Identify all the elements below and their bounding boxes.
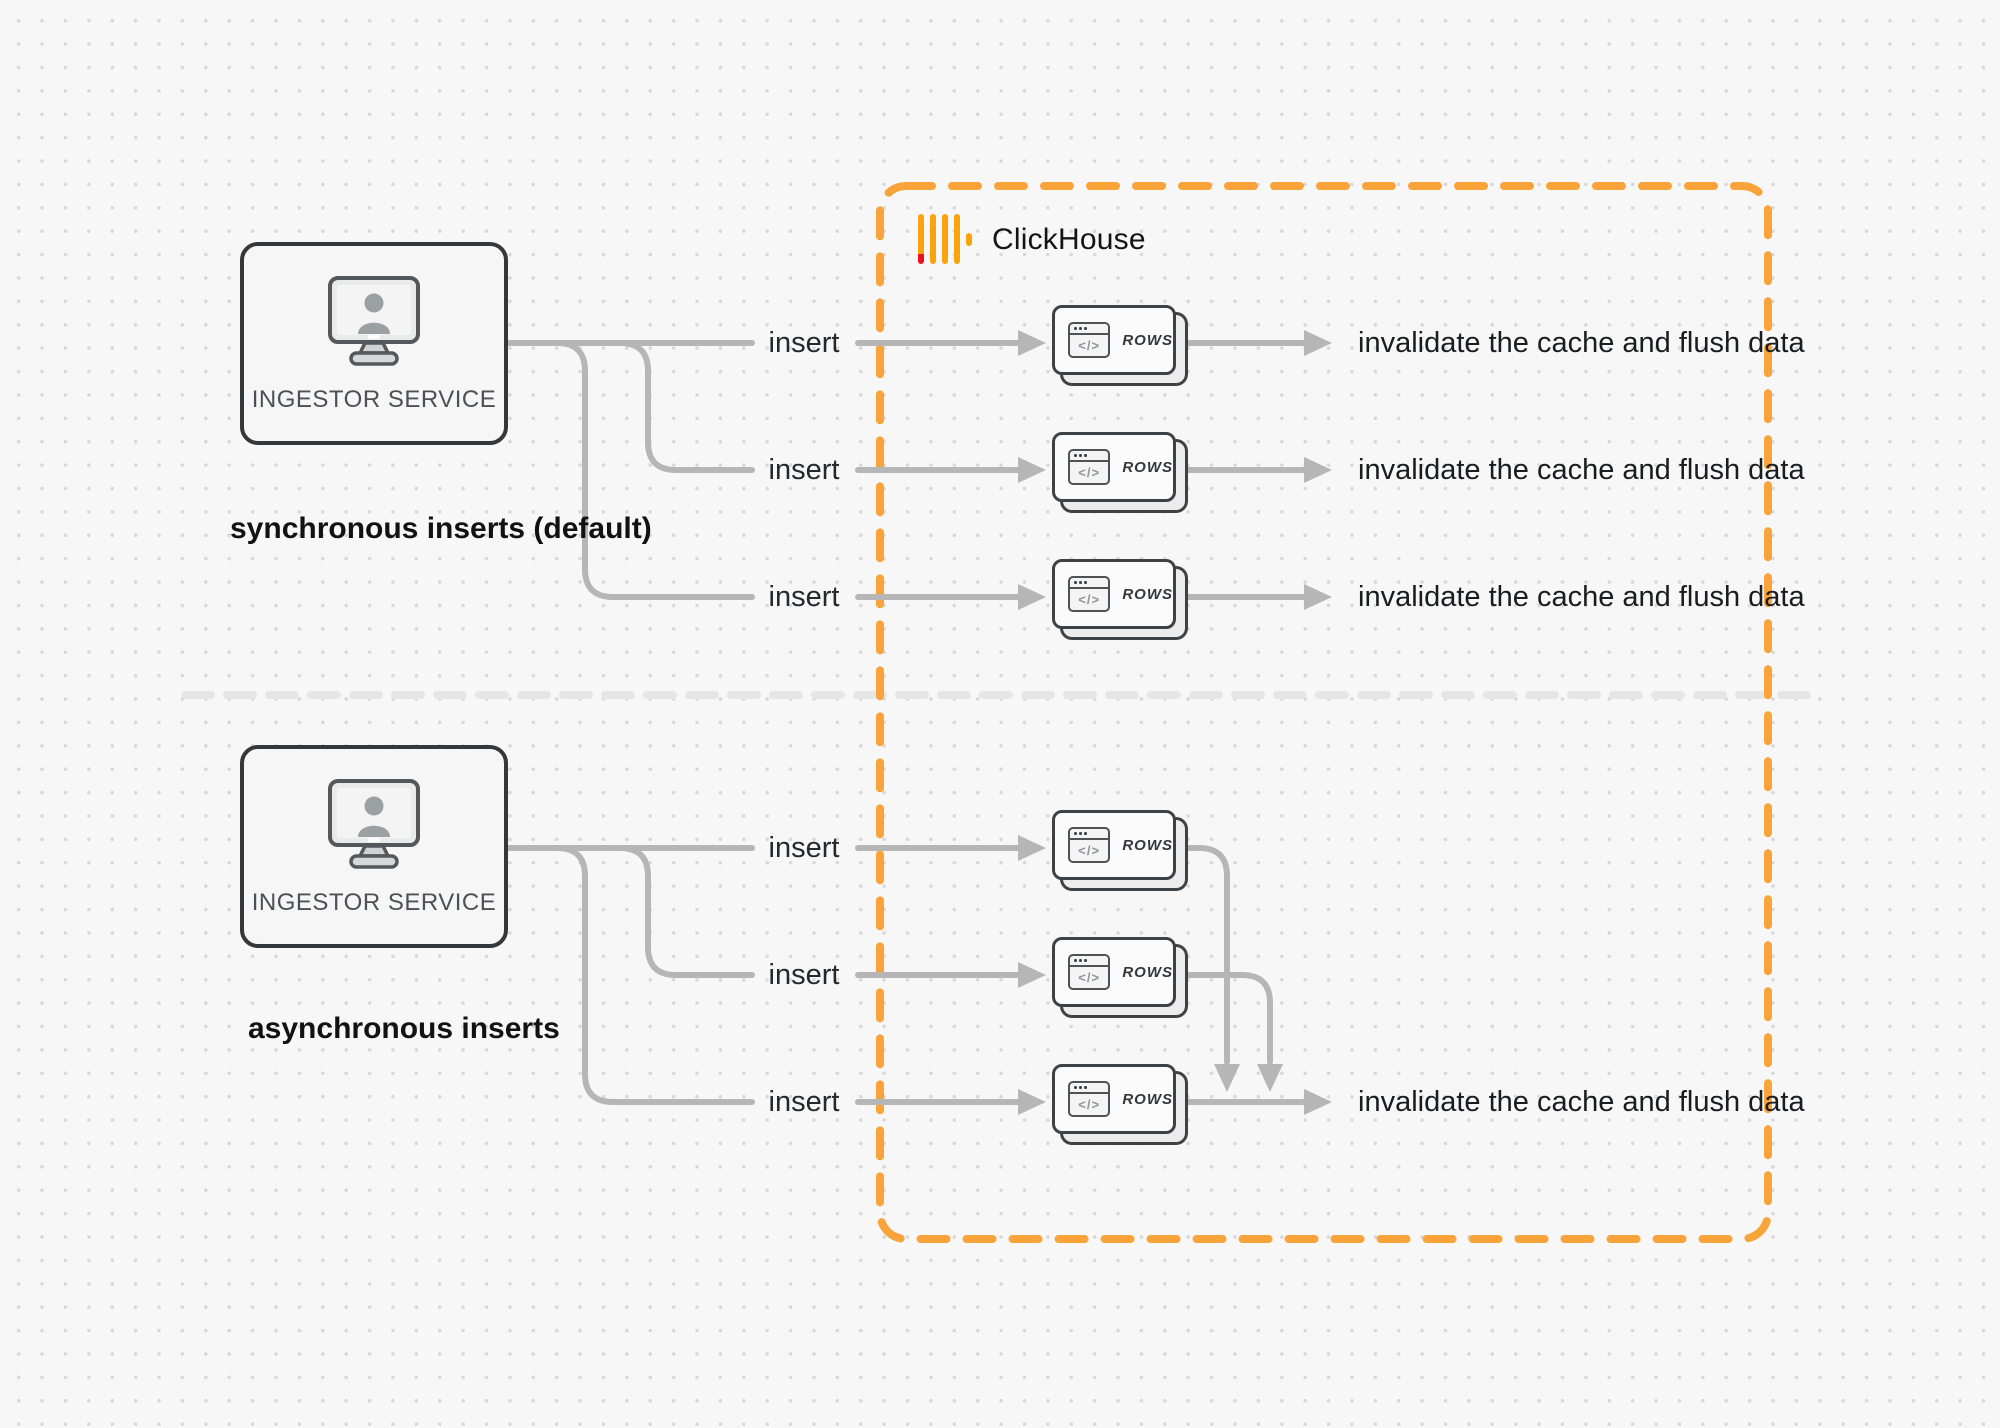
code-glyph: </>: [1078, 1097, 1101, 1112]
arrowhead-right-icon: [1018, 584, 1046, 610]
ingestor-service-box-async: INGESTOR SERVICE: [240, 745, 508, 948]
clickhouse-logo-icon: [918, 214, 972, 266]
ingestor-service-box-sync: INGESTOR SERVICE: [240, 242, 508, 445]
clickhouse-boundary: [876, 182, 1772, 1243]
arrowhead-right-icon: [1018, 1089, 1046, 1115]
code-window-icon: </>: [1068, 322, 1111, 358]
caption-synchronous-inserts: synchronous inserts (default): [230, 512, 652, 545]
async-branch-row2: [617, 845, 755, 978]
rows-label: ROWS: [1122, 1090, 1173, 1108]
async-merge-from-row2: [1183, 972, 1273, 1065]
logo-bar: [930, 214, 936, 264]
rows-card: </> ROWS: [1052, 305, 1176, 375]
invalidate-label: invalidate the cache and flush data: [1358, 581, 1805, 613]
logo-bar: [942, 214, 948, 264]
insert-label: insert: [768, 1086, 840, 1118]
code-glyph: </>: [1078, 338, 1101, 353]
workstation-icon: [328, 276, 420, 366]
logo-bar: [918, 214, 924, 264]
arrowhead-right-icon: [1304, 330, 1332, 356]
rows-label: ROWS: [1122, 836, 1173, 854]
insert-label: insert: [768, 959, 840, 991]
logo-bar: [966, 233, 972, 246]
rows-card: </> ROWS: [1052, 432, 1176, 502]
arrowhead-right-icon: [1304, 1089, 1332, 1115]
rows-label: ROWS: [1122, 963, 1173, 981]
arrowhead-down-icon: [1257, 1064, 1283, 1092]
service-box-label: INGESTOR SERVICE: [251, 889, 497, 916]
arrowhead-right-icon: [1018, 457, 1046, 483]
arrowhead-right-icon: [1018, 330, 1046, 356]
rows-card: </> ROWS: [1052, 810, 1176, 880]
code-window-icon: </>: [1068, 827, 1111, 863]
code-window-icon: </>: [1068, 954, 1111, 990]
rows-card: </> ROWS: [1052, 1064, 1176, 1134]
rows-card: </> ROWS: [1052, 937, 1176, 1007]
invalidate-label: invalidate the cache and flush data: [1358, 454, 1805, 486]
insert-label: insert: [768, 327, 840, 359]
code-window-icon: </>: [1068, 1081, 1111, 1117]
rows-card: </> ROWS: [1052, 559, 1176, 629]
code-glyph: </>: [1078, 970, 1101, 985]
invalidate-label: invalidate the cache and flush data: [1358, 327, 1805, 359]
sync-branch-row3: [554, 340, 755, 600]
arrowhead-right-icon: [1304, 584, 1332, 610]
rows-label: ROWS: [1122, 331, 1173, 349]
code-glyph: </>: [1078, 465, 1101, 480]
clickhouse-wordmark: ClickHouse: [992, 223, 1146, 256]
code-window-icon: </>: [1068, 449, 1111, 485]
caption-asynchronous-inserts: asynchronous inserts: [248, 1012, 560, 1045]
arrowhead-down-icon: [1214, 1064, 1240, 1092]
workstation-icon: [328, 779, 420, 869]
clickhouse-logo: ClickHouse: [918, 214, 1146, 266]
rows-label: ROWS: [1122, 585, 1173, 603]
insert-label: insert: [768, 581, 840, 613]
insert-label: insert: [768, 832, 840, 864]
logo-bar: [954, 214, 960, 264]
async-merge-from-row1: [1183, 845, 1230, 1065]
service-box-label: INGESTOR SERVICE: [251, 386, 497, 413]
invalidate-label: invalidate the cache and flush data: [1358, 1086, 1805, 1118]
arrowhead-right-icon: [1018, 962, 1046, 988]
insert-label: insert: [768, 454, 840, 486]
arrowhead-right-icon: [1304, 457, 1332, 483]
code-window-icon: </>: [1068, 576, 1111, 612]
async-branch-row3: [554, 845, 755, 1105]
arrowhead-right-icon: [1018, 835, 1046, 861]
rows-label: ROWS: [1122, 458, 1173, 476]
code-glyph: </>: [1078, 843, 1101, 858]
code-glyph: </>: [1078, 592, 1101, 607]
sync-branch-row2: [617, 340, 755, 473]
